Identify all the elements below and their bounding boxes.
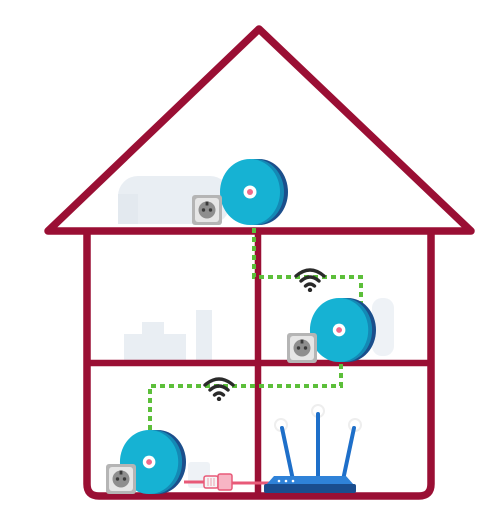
powerline-adapter-upper-floor [309, 297, 376, 363]
wall-socket-icon [106, 464, 136, 494]
ethernet-cable-icon [184, 473, 272, 491]
powerline-adapter-attic [220, 159, 288, 225]
wall-socket-icon [287, 333, 317, 363]
upper-floor-chair-silhouette [372, 298, 394, 356]
wifi-icon [203, 377, 235, 401]
powerline-link-upper-ground [148, 364, 343, 432]
house-outline [44, 25, 475, 500]
wifi-icon [294, 268, 326, 292]
wireless-router-icon [264, 404, 362, 493]
wall-socket-icon [192, 195, 222, 225]
upper-floor-desk-silhouette [124, 310, 212, 360]
